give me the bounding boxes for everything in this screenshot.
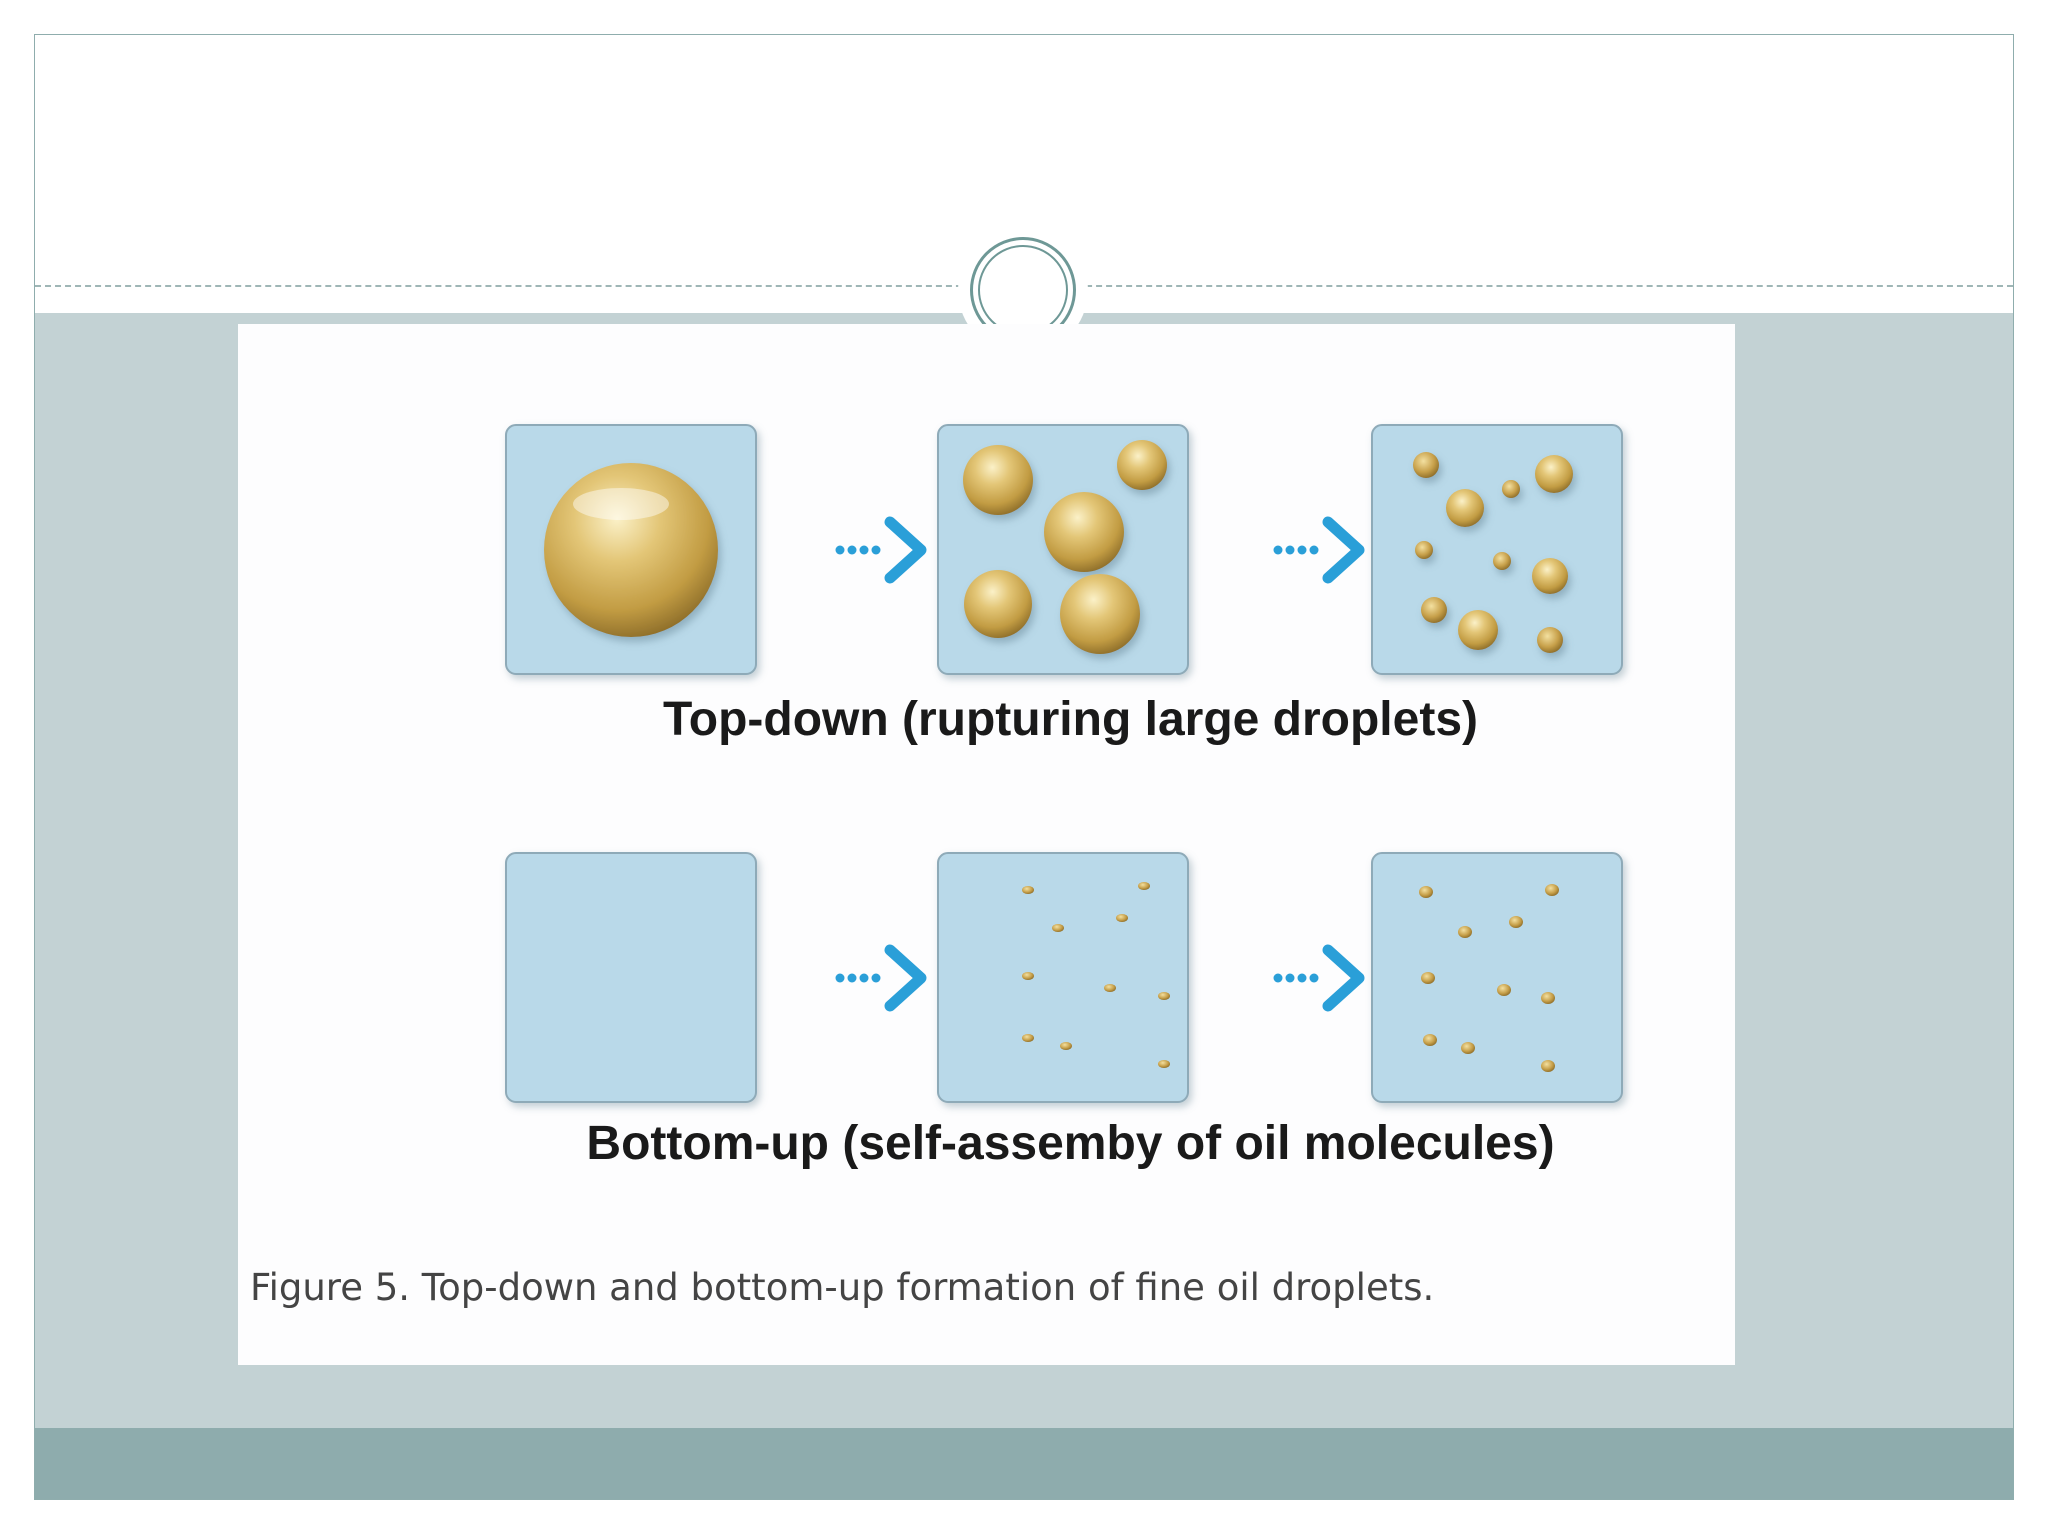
top-box-2	[938, 425, 1188, 674]
top-row	[506, 425, 1622, 674]
bottom-box-2	[938, 853, 1188, 1102]
figure-caption: Figure 5. Top-down and bottom-up formati…	[250, 1266, 1434, 1309]
bottom-box-3	[1372, 853, 1622, 1102]
large-droplet	[544, 463, 718, 637]
arrow-icon	[836, 950, 922, 1006]
medallion-inner-ring	[978, 245, 1068, 335]
top-box-3	[1372, 425, 1622, 674]
bottom-row	[506, 853, 1622, 1102]
bottom-box-1	[506, 853, 756, 1102]
top-row-label: Top-down (rupturing large droplets)	[238, 692, 1735, 747]
bottom-row-label: Bottom-up (self-assemby of oil molecules…	[238, 1116, 1735, 1171]
droplet-formation-diagram	[238, 324, 1735, 1365]
arrow-icon	[836, 522, 922, 578]
arrow-icon	[1274, 950, 1360, 1006]
arrow-icon	[1274, 522, 1360, 578]
slide-footer-band	[35, 1428, 2013, 1500]
figure-panel: Top-down (rupturing large droplets) Bott…	[238, 324, 1735, 1365]
top-box-1	[506, 425, 756, 674]
